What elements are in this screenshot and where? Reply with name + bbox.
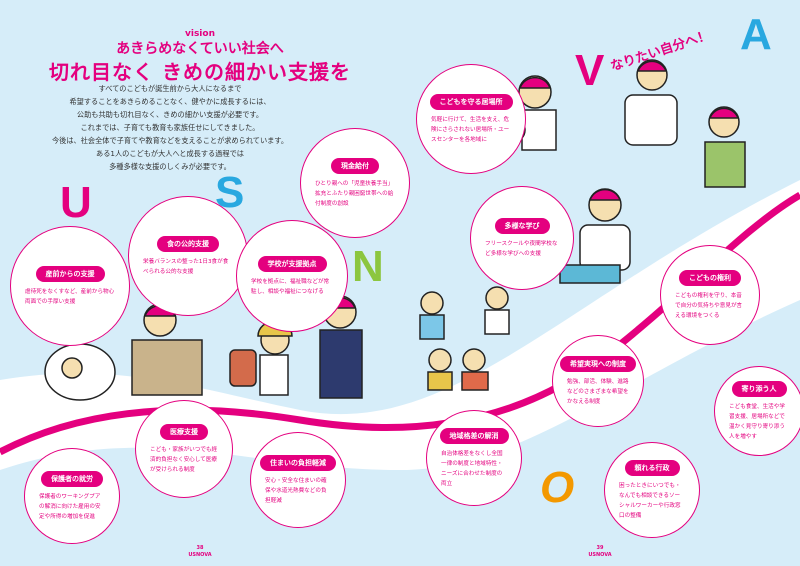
support-circle: 頼れる行政困ったときにいつでも・なんでも相談できるソーシャルワーカーや行政窓口の…: [604, 442, 700, 538]
intro-line: 公助も共助も切れ目なく、きめの細かい支援が必要です。: [76, 110, 264, 119]
support-circle: 地域格差の解消自治体格差をなくし全国一律の制度と地域特性・ニーズに合わせた制度の…: [426, 410, 522, 506]
circle-title: 産前からの支援: [35, 265, 105, 282]
support-circle: 多様な学びフリースクールや夜間学校など多様な学びへの支援: [470, 186, 574, 290]
intro-line: これまでは、子育ても教育も家族任せにしてきました。: [80, 123, 260, 132]
letter-o: O: [540, 463, 575, 512]
circle-text: 栄養バランスの整った1日3食が食べられる公的な支援: [143, 258, 229, 275]
circle-title: 希望実現への制度: [560, 355, 636, 372]
support-circle: 寄り添う人こども食堂、生活や学習支援、居場所などで温かく見守り寄り添う人を増やす: [714, 366, 800, 456]
circle-text: フリースクールや夜間学校など多様な学びへの支援: [485, 240, 558, 257]
support-circle: 医療支援こども・家族がいつでも経済的負担なく安心して医療が受けられる制度: [135, 400, 233, 498]
support-circle: 学校が支援拠点学校を拠点に、福祉職などが常駐し、相談や福祉につなげる: [236, 220, 348, 332]
support-circle: 食の公的支援栄養バランスの整った1日3食が食べられる公的な支援: [128, 196, 248, 316]
circle-title: 住まいの負担軽減: [260, 454, 336, 471]
circle-title: 保護者の就労: [41, 470, 103, 487]
circle-title: 寄り添う人: [731, 380, 787, 397]
support-circle: 現金給付ひとり親への「児童扶養手当」拡充とふたり親困窮世帯への給付制度の創設: [300, 128, 410, 238]
letter-u: U: [60, 178, 92, 227]
intro-line: すべてのこどもが誕生前から大人になるまで: [98, 84, 242, 93]
support-circle: こどもの権利こどもの権利を守り、本音で自分の気持ちや意見が言える環境をつくる: [660, 245, 760, 345]
support-circle: 希望実現への制度勉強、部活、体験、進路などのさまざまな希望をかなえる制度: [552, 335, 644, 427]
support-circle: 保護者の就労保護者のワーキングプアの解消に向けた雇用の安定や所得の増加を促進: [24, 448, 120, 544]
circle-title: こどもを守る居場所: [429, 93, 513, 110]
circle-text: 勉強、部活、体験、進路などのさまざまな希望をかなえる制度: [567, 378, 629, 405]
circle-title: 多様な学び: [494, 217, 550, 234]
circle-text: 学校を拠点に、福祉職などが常駐し、相談や福祉につなげる: [251, 278, 330, 295]
circle-title: 医療支援: [160, 423, 208, 440]
intro-line: 多種多様な支援のしくみが必要です。: [109, 162, 231, 171]
circle-text: 気軽に行けて、生活を支え、危険にさらされない居場所・ユースセンターを各地域に: [431, 116, 510, 143]
letter-a: A: [740, 10, 772, 59]
circle-title: 頼れる行政: [624, 459, 680, 476]
letter-v: V: [575, 46, 605, 95]
vision-title: 切れ目なく きめの細かい支援を: [49, 60, 351, 84]
support-circle: 住まいの負担軽減安心・安全な住まいの確保や水道光熱費などの負担軽減: [250, 432, 346, 528]
intro-line: 今後は、社会全体で子育てや教育などを支えることが求められています。: [51, 136, 289, 145]
circle-text: 保護者のワーキングプアの解消に向けた雇用の安定や所得の増加を促進: [39, 493, 101, 520]
circle-text: 自治体格差をなくし全国一律の制度と地域特性・ニーズに合わせた制度の両立: [441, 450, 503, 487]
letter-s: S: [215, 168, 245, 217]
vision-label: vision: [185, 29, 215, 39]
magazine-name: USNOVA: [188, 552, 212, 558]
support-circle: こどもを守る居場所気軽に行けて、生活を支え、危険にさらされない居場所・ユースセン…: [416, 64, 526, 174]
page-number: 39: [596, 545, 604, 551]
circle-title: 現金給付: [331, 157, 379, 174]
vision-subtitle: あきらめなくていい社会へ: [116, 41, 284, 57]
intro-text: すべてのこどもが誕生前から大人になるまで 希望することをあきらめることなく、健や…: [10, 82, 330, 173]
circle-title: 食の公的支援: [157, 235, 219, 252]
circle-text: 虐待死をなくすなど、産前から物心両面での手厚い支援: [25, 288, 115, 305]
circle-text: こどもの権利を守り、本音で自分の気持ちや意見が言える環境をつくる: [675, 292, 743, 319]
circle-text: 困ったときにいつでも・なんでも相談できるソーシャルワーカーや行政窓口の整備: [619, 482, 681, 519]
intro-line: ある1人のこどもが大人へと成長する過程では: [96, 149, 244, 158]
circle-title: 地域格差の解消: [439, 427, 509, 444]
page-number: 38: [196, 545, 204, 551]
intro-line: 希望することをあきらめることなく、健やかに成長するには、: [69, 97, 271, 106]
support-circle: 産前からの支援虐待死をなくすなど、産前から物心両面での手厚い支援: [10, 226, 130, 346]
magazine-name: USNOVA: [588, 552, 612, 558]
circle-title: こどもの権利: [679, 269, 741, 286]
circle-text: こども・家族がいつでも経済的負担なく安心して医療が受けられる制度: [150, 446, 218, 473]
circle-title: 学校が支援拠点: [257, 255, 327, 272]
letter-n: N: [352, 242, 384, 291]
circle-text: ひとり親への「児童扶養手当」拡充とふたり親困窮世帯への給付制度の創設: [315, 180, 394, 207]
circle-text: こども食堂、生活や学習支援、居場所などで温かく見守り寄り添う人を増やす: [729, 403, 785, 440]
circle-text: 安心・安全な住まいの確保や水道光熱費などの負担軽減: [265, 477, 327, 504]
